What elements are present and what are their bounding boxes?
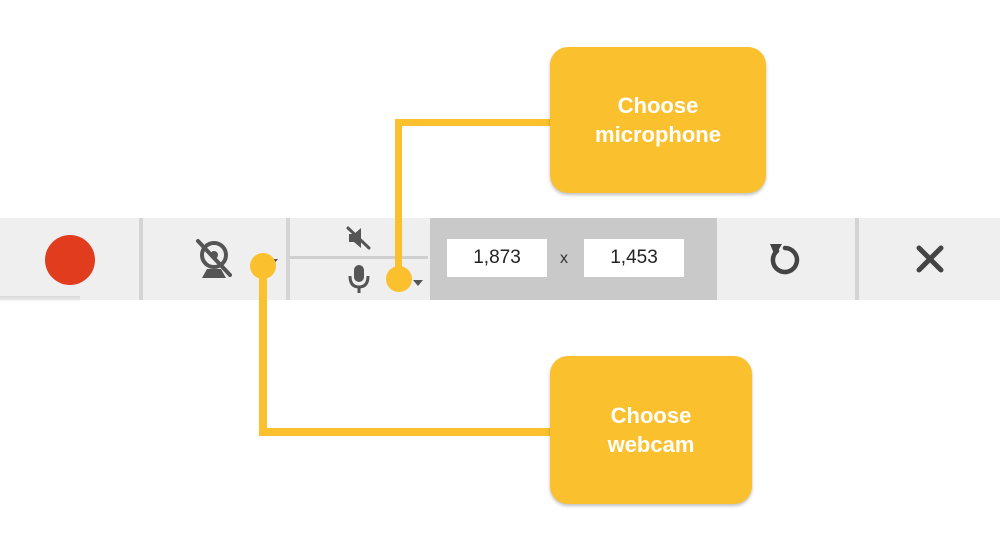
webcam-connector [259,265,267,436]
microphone-connector [395,119,402,281]
webcam-off-icon [196,239,232,278]
reset-icon[interactable] [766,240,804,280]
toolbar-separator [286,218,290,300]
webcam-callout-line2: webcam [607,432,695,457]
microphone-callout-line2: microphone [595,122,721,147]
microphone-marker [386,266,412,292]
toolbar-shadow [0,296,80,302]
microphone-connector [395,119,555,126]
toolbar-separator [139,218,143,300]
microphone-dropdown-arrow[interactable] [413,280,423,286]
audio-divider [290,256,428,259]
webcam-callout-line1: Choose [610,403,692,428]
width-input[interactable] [447,239,547,277]
height-input[interactable] [584,239,684,277]
microphone-callout-line1: Choose [617,93,699,118]
webcam-connector [259,428,554,436]
dimension-separator: x [560,250,568,267]
speaker-muted-icon[interactable] [346,226,372,250]
toolbar-separator [855,218,859,300]
webcam-marker [250,253,276,279]
close-icon[interactable] [914,243,946,275]
microphone-callout: Choose microphone [550,47,766,193]
microphone-icon[interactable] [346,263,372,295]
webcam-button[interactable] [185,232,285,288]
webcam-callout: Choose webcam [550,356,752,504]
record-button[interactable] [45,235,95,285]
